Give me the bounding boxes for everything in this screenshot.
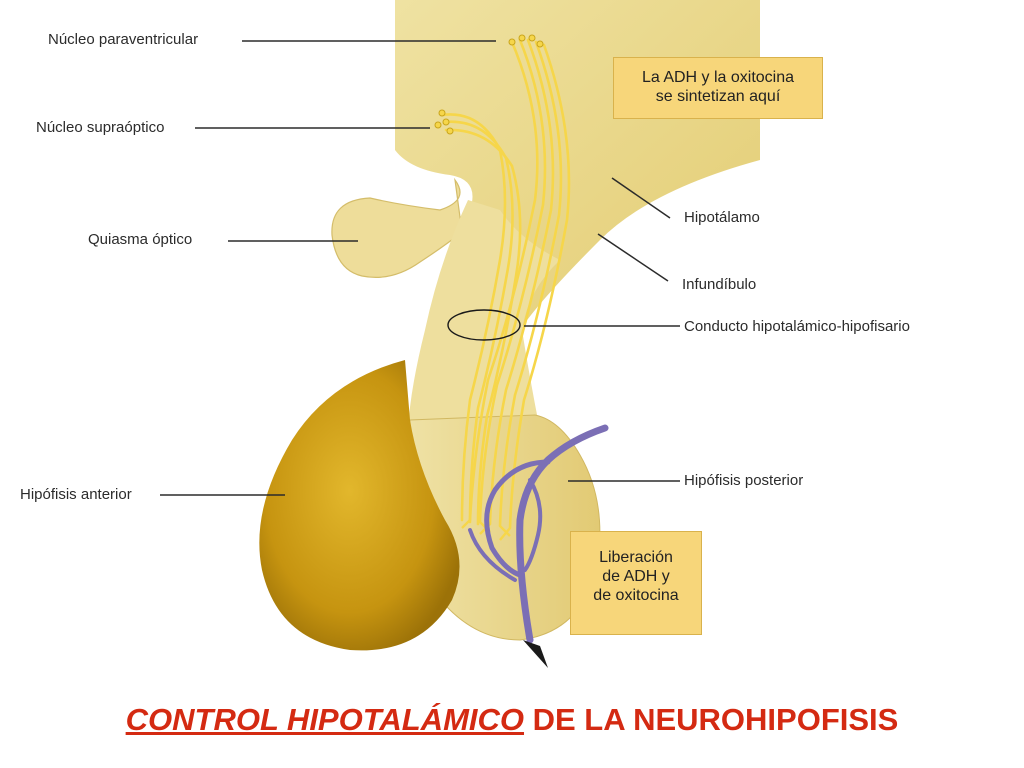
label-anterior-pituitary: Hipófisis anterior [20,486,132,503]
label-chiasm: Quiasma óptico [88,231,193,248]
leader-lines [160,40,680,496]
label-posterior-pituitary: Hipófisis posterior [684,472,804,489]
label-paraventricular: Núcleo paraventricular [48,31,199,48]
label-supraoptic: Núcleo supraóptico [36,119,165,136]
axon-bundle [440,38,571,530]
vessel-arrow [523,640,548,668]
title-part-1: CONTROL HIPOTALÁMICO [125,702,525,737]
box-synthesis: La ADH y la oxitocina se sintetizan aquí [613,57,823,119]
anterior-pituitary [259,360,460,651]
label-tract: Conducto hipotalámico-hipofisario [684,318,910,335]
tract-marker [447,309,521,341]
slide-title: CONTROL HIPOTALÁMICO DE LA NEUROHIPOFISI… [0,702,1024,738]
blood-vessel [468,424,609,644]
box-release-line-1: Liberación [599,549,673,566]
label-infundibulum: Infundíbulo [682,276,757,293]
neurohypophysis-diagram [160,0,760,668]
label-hypothalamus: Hipotálamo [684,209,760,226]
box-release-line-3: de oxitocina [593,587,679,604]
box-synthesis-line-2: se sintetizan aquí [655,88,781,105]
neuron-bodies [434,34,544,135]
box-release-line-2: de ADH y [602,568,670,585]
box-synthesis-line-1: La ADH y la oxitocina [641,69,795,86]
title-part-2: DE LA NEUROHIPOFISIS [524,702,899,737]
optic-chiasm [331,177,463,278]
box-release: Liberación de ADH y de oxitocina [570,531,702,635]
